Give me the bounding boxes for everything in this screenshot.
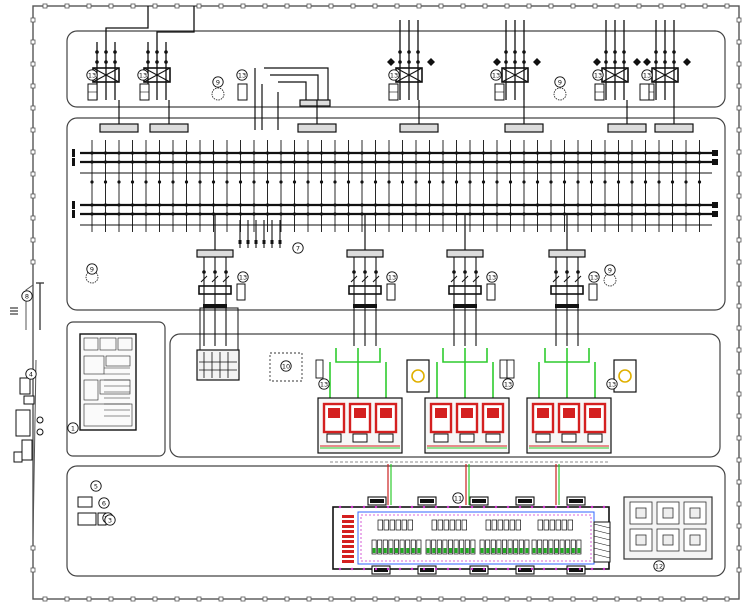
callout-number: 11 [454,494,462,502]
line-entry-bays [85,42,691,287]
callout-number: 13 [320,380,328,388]
callout-number: 9 [216,78,220,86]
callout-number: 13 [390,71,398,79]
callout-12: 12 [653,560,665,572]
callout-11: 11 [452,492,464,504]
callout-13: 13 [588,271,600,283]
callout-number: 10 [282,362,290,370]
zone-transformer [169,333,721,458]
callout-13: 13 [318,378,330,390]
callout-1: 1 [67,422,79,434]
double-busbar [72,100,718,226]
callout-labels: 1313131313131313131313131313139999710148… [21,69,665,572]
callout-number: 8 [25,292,29,300]
incoming-lines [105,6,675,42]
callout-number: 7 [296,244,300,252]
bus-coupler-feeders [254,67,331,130]
callout-number: 13 [504,380,512,388]
callout-13: 13 [502,378,514,390]
callout-number: 13 [88,71,96,79]
callout-9: 9 [554,76,566,88]
callout-number: 13 [492,71,500,79]
transformer-group [424,348,510,454]
switchgear-building [332,496,611,575]
callout-7: 7 [292,242,304,254]
reactor-structure [269,352,303,382]
callout-13: 13 [86,69,98,81]
cables-to-switchgear [387,464,560,505]
callout-13: 13 [592,69,604,81]
access-road [25,284,37,541]
entry-bay [139,42,171,101]
entry-bay [87,42,120,101]
transformer-group [317,348,403,454]
callout-6: 6 [98,497,110,509]
zone-busbar [66,117,726,311]
callout-13: 13 [137,69,149,81]
callout-13: 13 [388,69,400,81]
callout-13: 13 [386,271,398,283]
capacitor-bank [623,496,713,560]
callout-number: 5 [94,482,98,490]
callout-13: 13 [606,378,618,390]
callout-number: 13 [608,380,616,388]
callout-number: 3 [108,516,112,524]
transformer-bay [196,214,246,346]
callout-13: 13 [486,271,498,283]
callout-number: 9 [90,265,94,273]
zone-control-building [66,321,166,457]
callout-4: 4 [25,368,37,380]
callout-number: 13 [388,273,396,281]
callout-9: 9 [86,263,98,275]
callout-number: 13 [238,71,246,79]
callout-number: 9 [558,78,562,86]
auxiliary-equipment [77,496,107,526]
callout-10: 10 [280,360,292,372]
entry-bay [387,42,435,101]
callout-number: 12 [655,562,663,570]
fence-posts [30,3,742,602]
gate-wing [36,282,44,330]
station-service-feeder [196,307,240,381]
callout-9: 9 [604,264,616,276]
transformer-bay [346,214,396,346]
transformer-group [526,348,612,454]
callout-number: 13 [594,71,602,79]
zone-line-entry [66,30,726,108]
callout-number: 9 [608,266,612,274]
callout-13: 13 [237,271,249,283]
control-building [79,333,137,431]
callout-number: 4 [29,370,33,378]
callout-3: 3 [104,514,116,526]
callout-number: 13 [239,273,247,281]
callout-13: 13 [641,69,653,81]
gate-equipment [13,377,44,463]
gate-marker [10,307,18,315]
zone-auxiliary [66,465,726,577]
site-fence [32,5,740,600]
callout-9: 9 [212,76,224,88]
callout-number: 1 [71,424,75,432]
callout-number: 13 [139,71,147,79]
callout-13: 13 [490,69,502,81]
callout-8: 8 [21,290,33,302]
callout-number: 6 [102,499,106,507]
callout-number: 13 [488,273,496,281]
power-transformer-groups [315,348,612,454]
transformer-bay [548,214,598,346]
busbar-droppers [90,140,702,248]
callout-5: 5 [90,480,102,492]
entry-bay [493,42,541,101]
transformer-bays [196,214,598,346]
callout-number: 13 [590,273,598,281]
callout-number: 13 [643,71,651,79]
transformer-bay [446,214,496,346]
callout-13: 13 [236,69,248,81]
station-transformers [406,359,637,393]
